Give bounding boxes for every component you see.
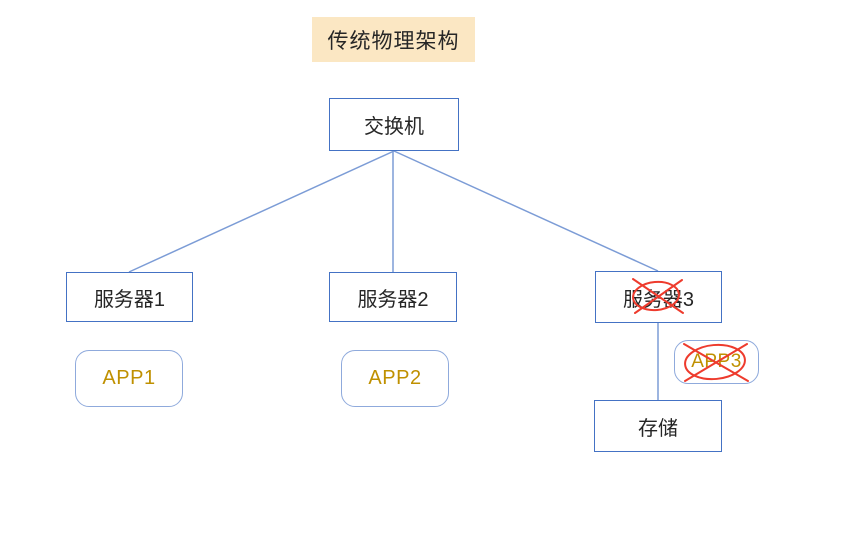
edge-switch-server1 <box>128 150 395 273</box>
node-app1: APP1 <box>75 350 183 407</box>
node-server2-label: 服务器2 <box>357 288 429 311</box>
node-server3: 服务器3 <box>595 271 722 323</box>
node-app3-label: APP3 <box>691 351 742 372</box>
node-storage: 存储 <box>594 400 722 452</box>
node-app1-label: APP1 <box>102 367 156 389</box>
edge-switch-server3 <box>393 150 659 272</box>
diagram-title: 传统物理架构 <box>312 17 475 62</box>
node-switch: 交换机 <box>329 98 459 151</box>
node-app2-label: APP2 <box>368 367 422 389</box>
node-server1-label: 服务器1 <box>93 288 166 311</box>
node-server3-label: 服务器3 <box>622 288 695 311</box>
node-server2: 服务器2 <box>329 272 457 322</box>
node-app2: APP2 <box>341 350 449 407</box>
node-server1: 服务器1 <box>66 272 193 322</box>
node-app3: APP3 <box>674 340 759 384</box>
node-switch-label: 交换机 <box>364 116 424 138</box>
node-storage-label: 存储 <box>638 417 678 440</box>
